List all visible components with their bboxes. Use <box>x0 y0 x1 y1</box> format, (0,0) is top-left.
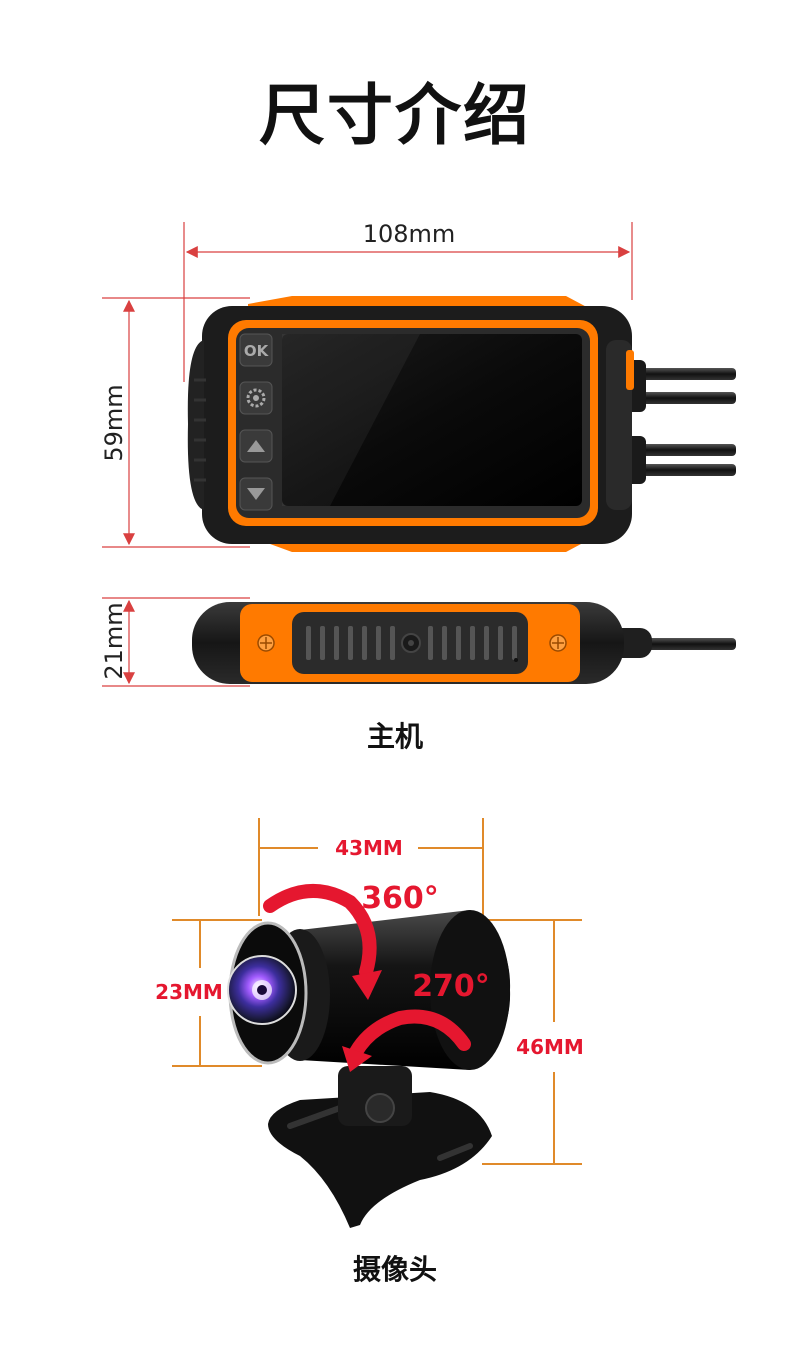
depth-label: 21mm <box>100 602 128 679</box>
width-dimension <box>183 222 633 382</box>
camera-height-dimension <box>482 919 582 1165</box>
up-button[interactable] <box>239 429 273 463</box>
down-button[interactable] <box>239 477 273 511</box>
camera-mount <box>268 1066 492 1228</box>
main-unit-side <box>192 602 736 684</box>
rotation-arrow-270 <box>342 1009 471 1072</box>
triangle-down-icon <box>247 488 265 500</box>
camera-lens-label: 23MM <box>155 980 223 1004</box>
triangle-up-icon <box>247 440 265 452</box>
camera-height-label: 46MM <box>516 1035 584 1059</box>
depth-dimension <box>102 597 250 687</box>
width-label: 108mm <box>363 220 456 248</box>
main-unit-front <box>187 296 634 552</box>
camera-width-label: 43MM <box>335 836 403 860</box>
rotation-270-label: 270° <box>412 969 490 1004</box>
settings-button[interactable] <box>239 381 273 415</box>
ok-button[interactable]: OK <box>239 333 273 367</box>
camera-lens-dimension <box>172 919 262 1067</box>
rotation-360-label: 360° <box>361 881 439 916</box>
rotation-arrow-360 <box>263 884 382 1000</box>
ok-button-label: OK <box>244 342 270 360</box>
height-dimension <box>102 297 250 548</box>
cable-bundle <box>620 360 736 484</box>
gear-icon <box>246 388 266 408</box>
camera-caption: 摄像头 <box>352 1253 437 1286</box>
camera-width-dimension <box>258 818 484 916</box>
main-unit-caption: 主机 <box>366 720 423 753</box>
height-label: 59mm <box>100 384 128 461</box>
page-title: 尺寸介绍 <box>259 77 531 154</box>
